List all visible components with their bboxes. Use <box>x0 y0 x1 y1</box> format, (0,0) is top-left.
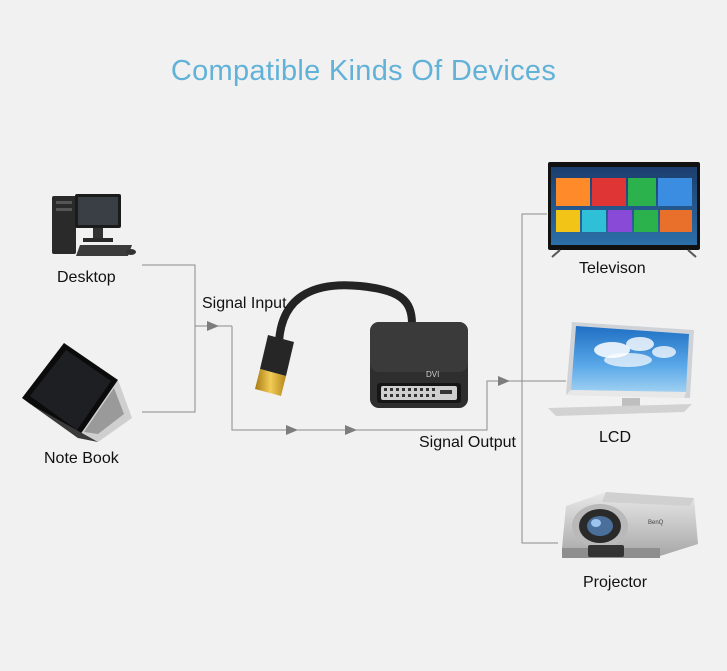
notebook-label: Note Book <box>44 450 119 467</box>
projector-icon: BenQ <box>562 492 698 558</box>
desktop-label: Desktop <box>57 269 116 286</box>
projector-label: Projector <box>583 574 648 591</box>
lcd-label: LCD <box>599 429 632 446</box>
projector-brand: BenQ <box>648 520 664 526</box>
television-label: Televison <box>579 260 646 277</box>
diagram-title: Compatible Kinds Of Devices <box>170 55 557 87</box>
lcd-monitor-icon <box>548 322 694 416</box>
displayport-to-dvi-adapter-icon: DVI <box>255 281 468 408</box>
signal-input-label: Signal Input <box>202 295 287 312</box>
dvi-port-label: DVI <box>426 370 439 379</box>
television-icon <box>548 162 700 258</box>
signal-output-label: Signal Output <box>419 434 516 451</box>
desktop-computer-icon <box>52 194 136 256</box>
laptop-icon <box>22 343 132 442</box>
flow-arrows <box>207 321 510 435</box>
